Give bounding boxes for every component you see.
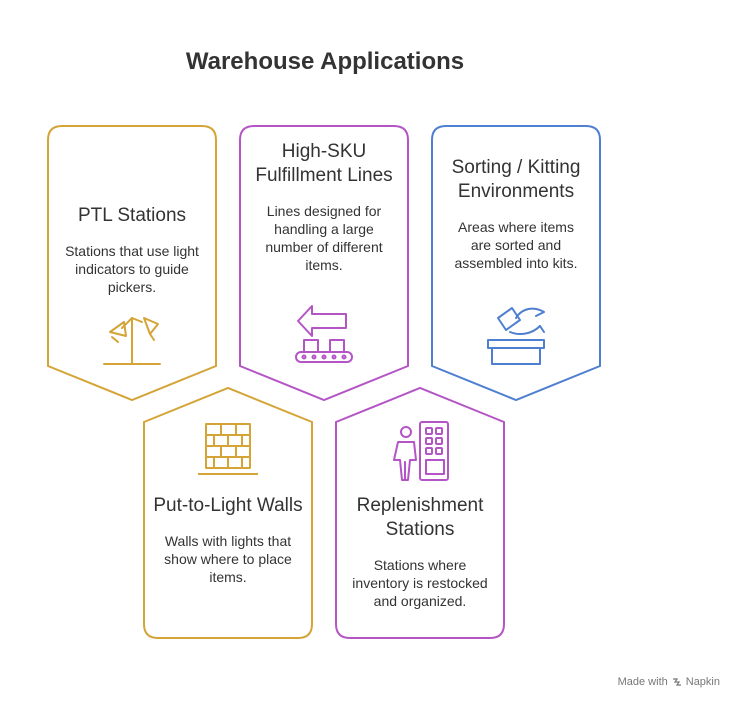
card-sorting-kitting: Sorting / Kitting Environments Areas whe…: [446, 156, 586, 272]
card-high-sku: High-SKU Fulfillment Lines Lines designe…: [250, 140, 398, 274]
card-outline-ptl-stations: [47, 125, 217, 402]
card-description: Stations that use light indicators to gu…: [65, 243, 199, 295]
footer-prefix: Made with: [617, 676, 668, 688]
card-outline-sorting-kitting: [431, 125, 601, 402]
card-description: Areas where items are sorted and assembl…: [454, 219, 578, 271]
card-description: Stations where inventory is restocked an…: [352, 557, 488, 609]
person-shelf-icon: [393, 421, 449, 481]
card-outline-high-sku: [239, 125, 409, 402]
card-put-to-light: Put-to-Light Walls Walls with lights tha…: [152, 494, 304, 586]
card-description: Lines designed for handling a large numb…: [265, 203, 383, 273]
napkin-logo-icon: [672, 678, 681, 686]
card-title: PTL Stations: [77, 205, 187, 226]
made-with-napkin-footer[interactable]: Made with Napkin: [618, 676, 720, 688]
card-description: Walls with lights that show where to pla…: [164, 533, 292, 585]
card-title: Replenishment Stations: [356, 495, 484, 540]
card-title: High-SKU Fulfillment Lines: [255, 141, 393, 186]
card-title: Sorting / Kitting Environments: [451, 157, 581, 202]
conveyor-arrow-icon: [295, 305, 353, 363]
card-ptl-stations: PTL Stations Stations that use light ind…: [56, 204, 208, 296]
sorting-box-icon: [487, 307, 545, 365]
page-title: Warehouse Applications: [185, 48, 465, 75]
card-replenishment: Replenishment Stations Stations where in…: [346, 494, 494, 610]
card-outline-put-to-light: [143, 386, 313, 639]
footer-brand: Napkin: [685, 676, 720, 688]
brick-wall-icon: [198, 423, 258, 475]
card-title: Put-to-Light Walls: [153, 495, 303, 516]
lamp-icon: [103, 317, 161, 365]
card-outline-replenishment: [335, 386, 505, 639]
